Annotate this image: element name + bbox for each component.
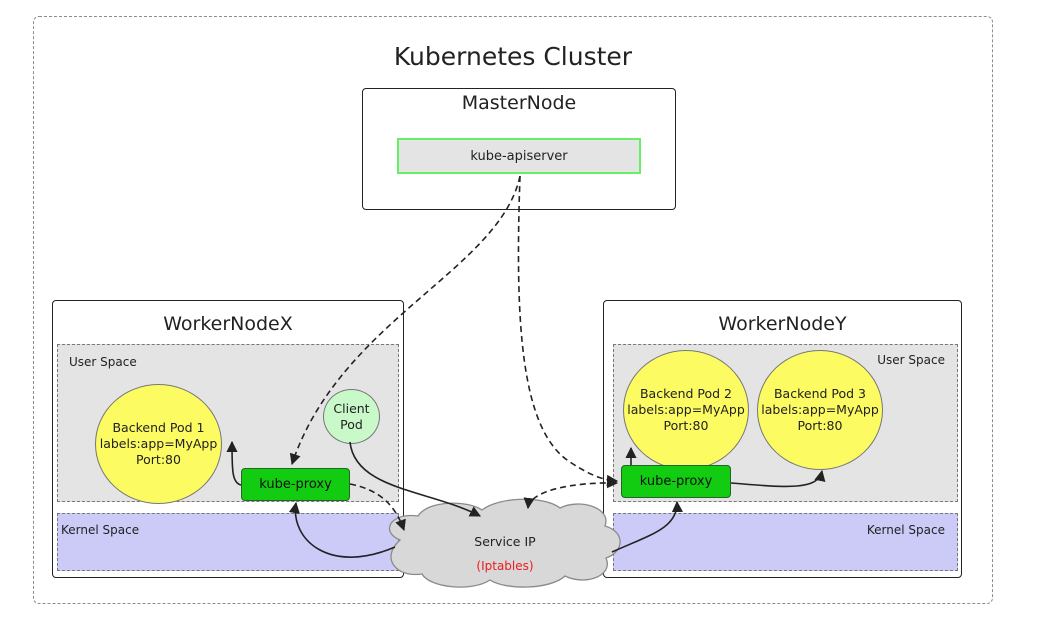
worker-node-x-title: WorkerNodeX bbox=[163, 313, 293, 335]
client-pod-line-1: Client bbox=[333, 400, 370, 416]
worker-x-user-space-label: User Space bbox=[69, 355, 137, 369]
backend-pod-2: Backend Pod 2 labels:app=MyApp Port:80 bbox=[623, 350, 749, 470]
backend-pod-3-name: Backend Pod 3 bbox=[773, 386, 867, 401]
worker-y-user-space-label: User Space bbox=[877, 353, 945, 367]
backend-pod-2-port: Port:80 bbox=[663, 418, 709, 433]
service-ip-label: Service IP bbox=[474, 534, 536, 549]
worker-y-kernel-space-label: Kernel Space bbox=[866, 523, 945, 537]
kube-proxy-y: kube-proxy bbox=[621, 465, 731, 498]
backend-pod-2-name: Backend Pod 2 bbox=[639, 386, 733, 401]
kube-proxy-x-label: kube-proxy bbox=[259, 477, 332, 492]
kube-proxy-x: kube-proxy bbox=[241, 468, 350, 501]
backend-pod-3: Backend Pod 3 labels:app=MyApp Port:80 bbox=[757, 350, 883, 470]
cluster-boundary bbox=[33, 16, 993, 604]
arrow-client-to-service bbox=[349, 441, 481, 517]
worker-x-kernel-space: Kernel Space bbox=[57, 513, 399, 571]
arrow-apiserver-to-proxy-x bbox=[289, 175, 521, 466]
backend-pod-1-name: Backend Pod 1 bbox=[112, 420, 205, 435]
arrow-proxy-x-to-service bbox=[349, 483, 406, 532]
worker-node-y-title: WorkerNodeY bbox=[718, 313, 847, 335]
arrow-proxy-y-to-pod-3 bbox=[730, 469, 826, 488]
backend-pod-1: Backend Pod 1 labels:app=MyApp Port:80 bbox=[95, 384, 222, 504]
arrow-service-to-proxy-y-solid bbox=[611, 500, 683, 553]
backend-pod-1-port: Port:80 bbox=[136, 452, 181, 467]
arrow-proxy-x-to-pod-1 bbox=[226, 440, 242, 486]
worker-x-kernel-space-label: Kernel Space bbox=[61, 523, 140, 537]
backend-pod-2-labels: labels:app=MyApp bbox=[627, 402, 745, 417]
kube-proxy-y-label: kube-proxy bbox=[639, 474, 713, 489]
client-pod: Client Pod bbox=[323, 389, 380, 444]
client-pod-line-2: Pod bbox=[340, 416, 363, 432]
arrow-apiserver-to-proxy-y bbox=[517, 175, 619, 486]
service-ip-sublabel: (Iptables) bbox=[476, 559, 534, 573]
backend-pod-3-labels: labels:app=MyApp bbox=[761, 402, 879, 417]
kube-apiserver-box: kube-apiserver bbox=[397, 138, 641, 174]
backend-pod-1-labels: labels:app=MyApp bbox=[99, 436, 218, 451]
kube-apiserver-label: kube-apiserver bbox=[470, 148, 568, 164]
cluster-title: Kubernetes Cluster bbox=[393, 42, 633, 71]
backend-pod-3-port: Port:80 bbox=[797, 418, 843, 433]
arrow-service-to-proxy-y bbox=[523, 477, 619, 510]
arrow-service-to-proxy-x bbox=[288, 501, 396, 558]
master-node-title: MasterNode bbox=[461, 92, 577, 114]
